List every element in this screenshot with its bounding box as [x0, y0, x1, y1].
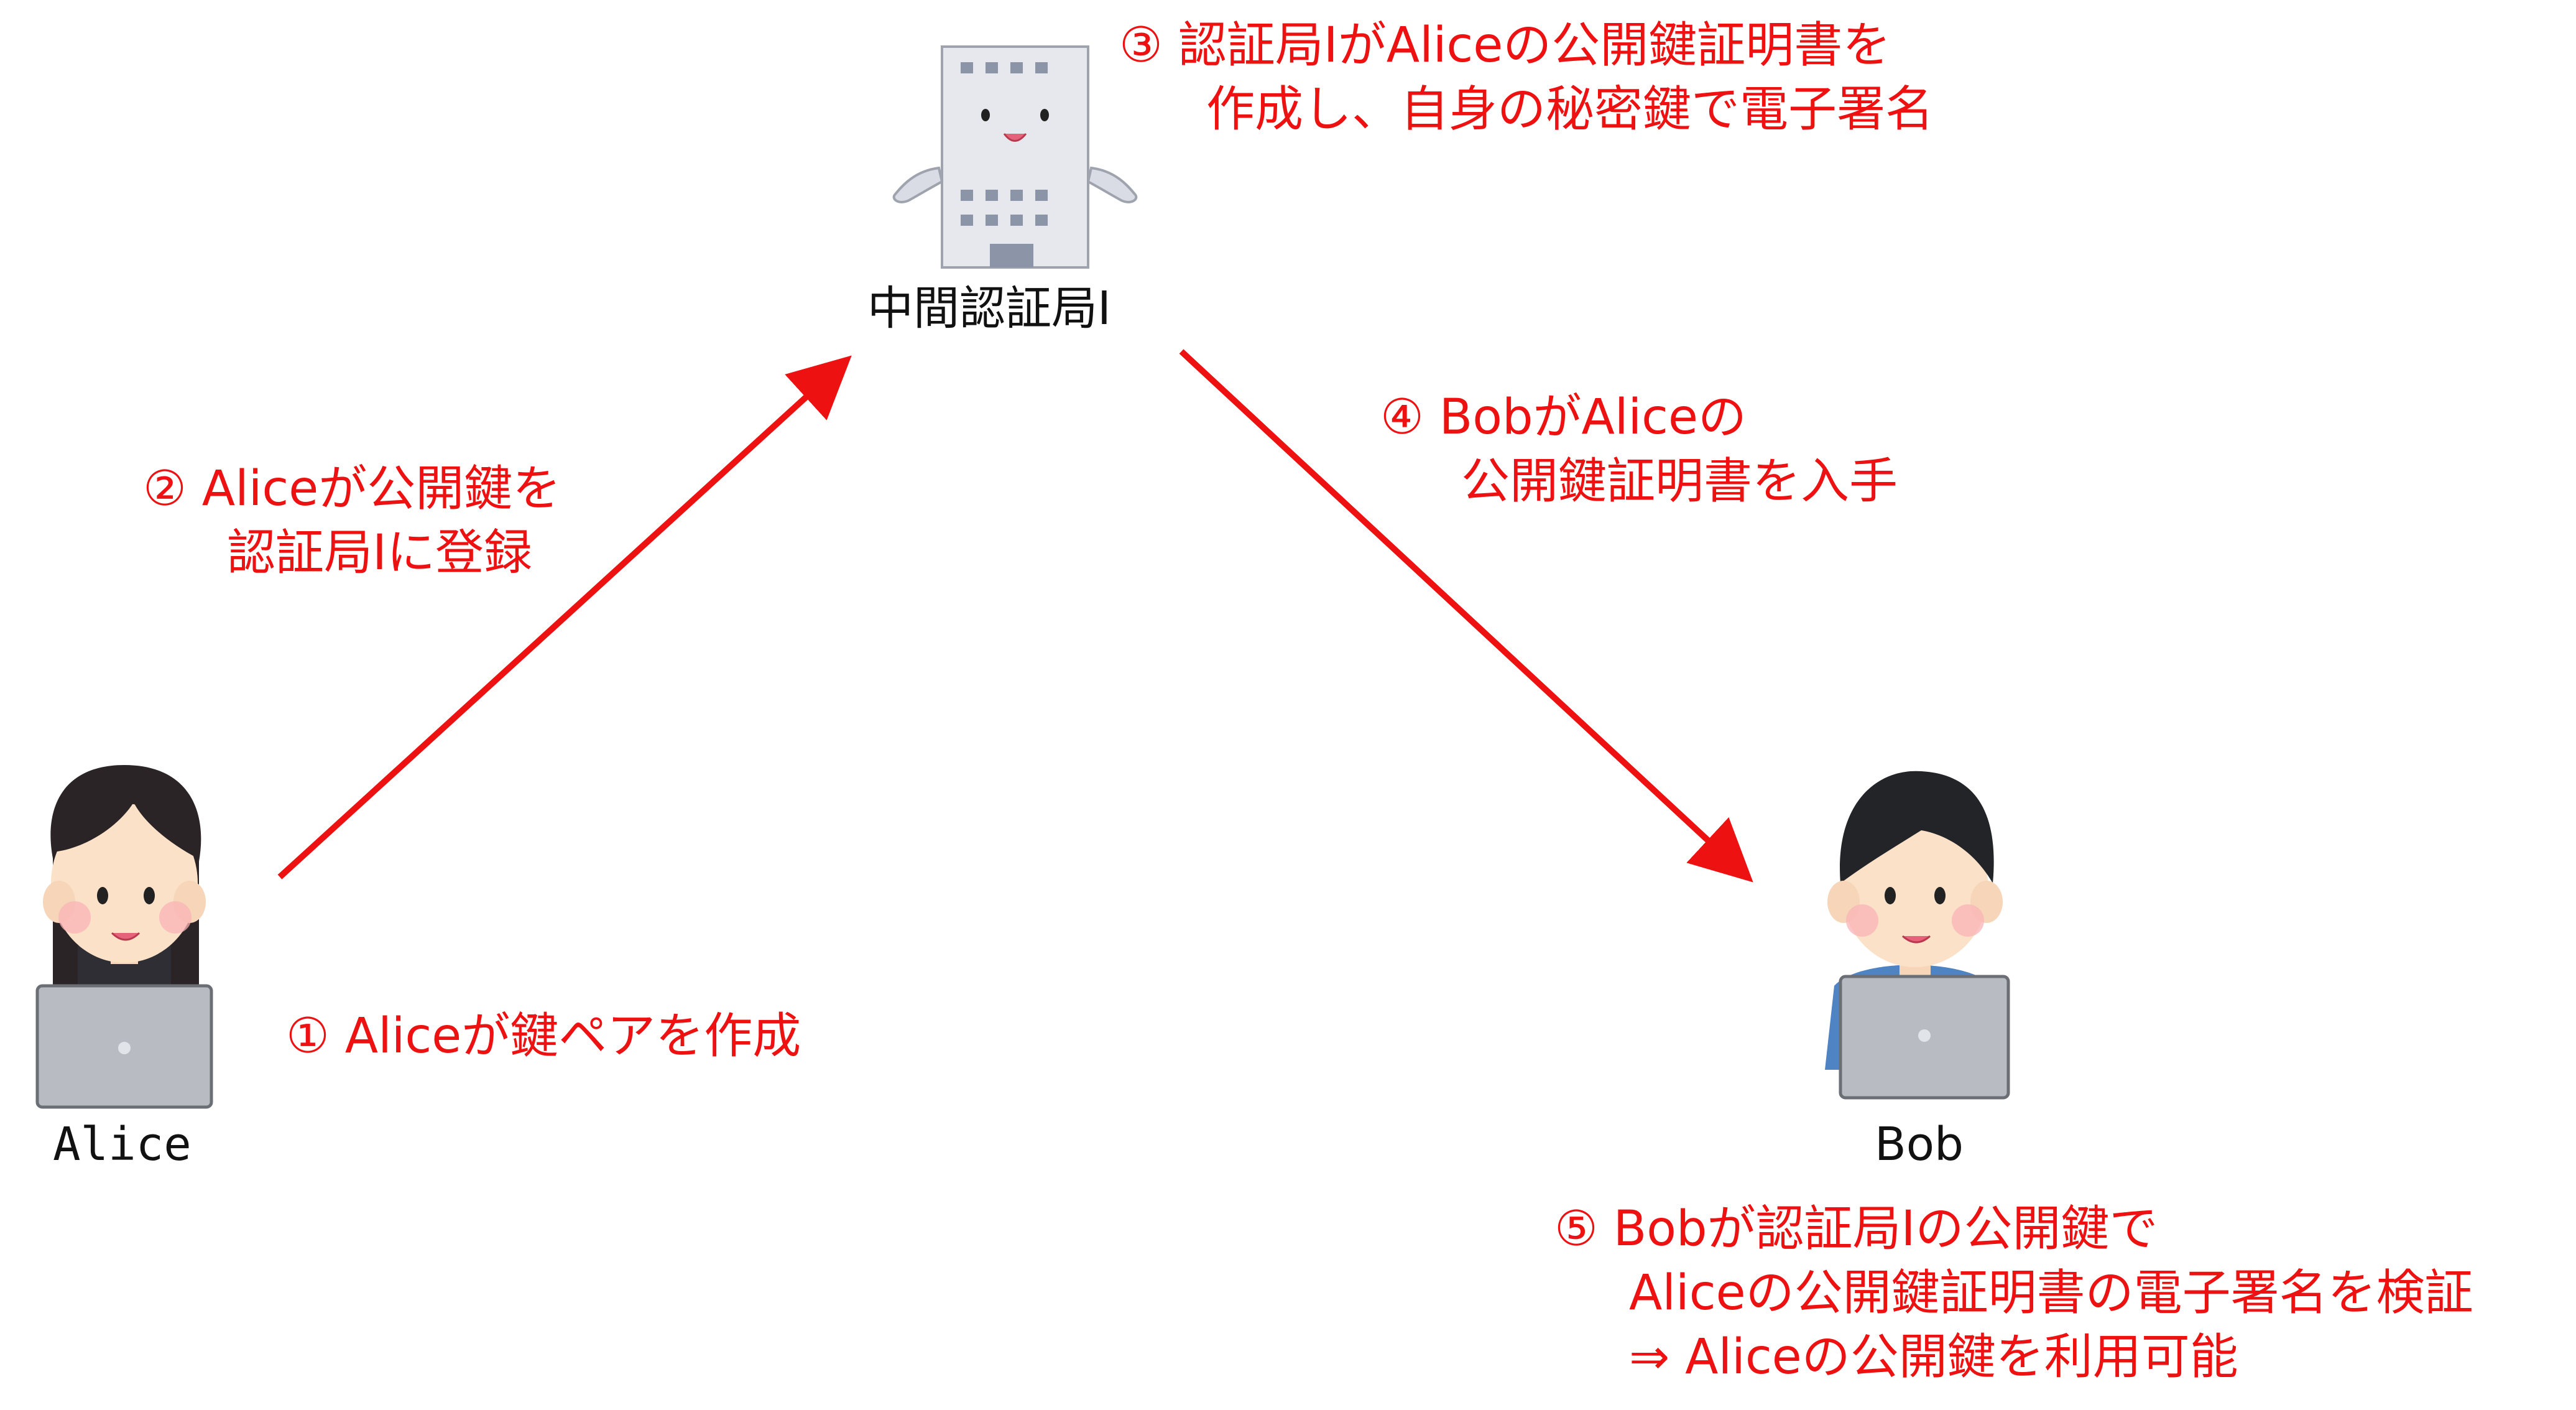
node-label-ca: 中間認証局I [867, 282, 1111, 335]
step-5-line-1: ⑤ Bobが認証局Iの公開鍵で [1554, 1201, 2158, 1257]
woman-with-laptop-icon [35, 765, 213, 1109]
step-5-line-3: ⇒ Aliceの公開鍵を利用可能 [1629, 1329, 2238, 1385]
man-with-laptop-icon [1825, 771, 2010, 1100]
step-1-text: ① Aliceが鍵ペアを作成 [286, 1004, 801, 1069]
step-2-line-1: ② Aliceが公開鍵を [143, 461, 561, 517]
step-5-text: ⑤ Bobが認証局Iの公開鍵で Aliceの公開鍵証明書の電子署名を検証 ⇒ A… [1554, 1197, 2473, 1389]
node-label-bob: Bob [1875, 1118, 1964, 1171]
step-5-line-2: Aliceの公開鍵証明書の電子署名を検証 [1629, 1264, 2473, 1321]
building-mascot-icon [892, 45, 1138, 269]
step-4-text: ④ BobがAliceの 公開鍵証明書を入手 [1380, 386, 1898, 514]
step-2-line-2: 認証局Iに登録 [227, 524, 533, 581]
step-3-line-2: 作成し、自身の秘密鍵で電子署名 [1206, 81, 1934, 137]
step-3-line-1: ③ 認証局IがAliceの公開鍵証明書を [1119, 17, 1891, 73]
step-3-text: ③ 認証局IがAliceの公開鍵証明書を 作成し、自身の秘密鍵で電子署名 [1119, 14, 1934, 142]
node-label-alice: Alice [53, 1118, 192, 1171]
arrow-alice-to-ca [277, 355, 852, 879]
step-2-text: ② Aliceが公開鍵を 認証局Iに登録 [143, 457, 561, 585]
arrow-ca-to-bob [1179, 349, 1753, 883]
step-4-line-1: ④ BobがAliceの [1380, 389, 1747, 445]
step-4-line-2: 公開鍵証明書を入手 [1461, 453, 1898, 509]
step-1-line-1: ① Aliceが鍵ペアを作成 [286, 1008, 801, 1064]
